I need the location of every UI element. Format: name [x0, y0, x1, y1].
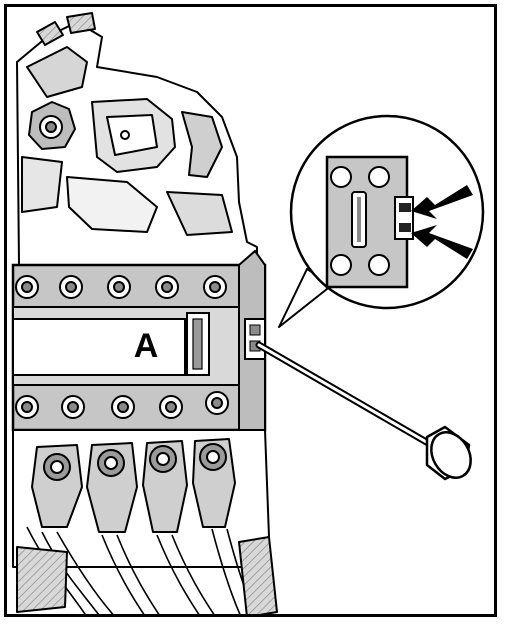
screw-bottom-1	[15, 395, 39, 419]
screw-top-3	[107, 275, 131, 299]
screw-top-4	[155, 275, 179, 299]
screw-bottom-2	[61, 395, 85, 419]
screw-top-1	[15, 275, 39, 299]
screw-top-2	[59, 275, 83, 299]
screw-bottom-4	[159, 395, 183, 419]
connector-2	[86, 442, 138, 533]
screw-bottom-5	[205, 391, 229, 415]
upper-housing	[16, 12, 258, 266]
screw-bottom-3	[111, 395, 135, 419]
lower-connectors	[12, 429, 278, 614]
connector-3	[142, 440, 188, 533]
magnifier-callout-icon	[278, 114, 485, 328]
wire-bundle	[26, 526, 256, 614]
screw-row-top	[15, 275, 227, 299]
arrow-icon	[411, 185, 473, 259]
connector-1	[31, 444, 83, 528]
screw-row-bottom	[15, 391, 229, 419]
connector-4	[192, 438, 236, 528]
component-label: A	[119, 320, 173, 372]
diagram-frame: A	[4, 4, 497, 617]
diagram-drawing	[11, 12, 485, 614]
screw-top-5	[203, 275, 227, 299]
screwdriver-icon	[255, 341, 472, 481]
